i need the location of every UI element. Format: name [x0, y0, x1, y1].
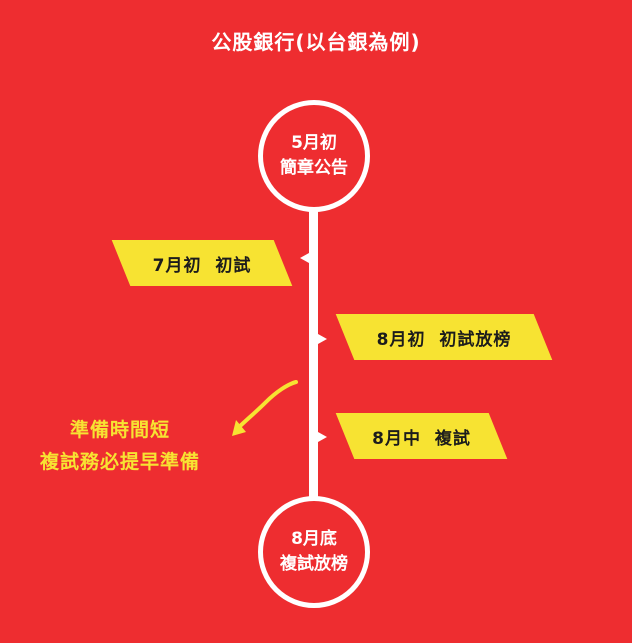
timeline-line — [309, 200, 318, 500]
pointer-right-icon — [318, 432, 327, 442]
timeline-node-start: 5月初 簡章公告 — [258, 100, 370, 212]
pointer-left-icon — [300, 253, 309, 263]
node-end-date: 8月底 — [291, 529, 337, 549]
milestone-label: 8月中 複試 — [372, 428, 471, 449]
milestone-label: 8月初 初試放榜 — [376, 329, 512, 350]
page-title: 公股銀行(以台銀為例) — [211, 30, 421, 54]
timeline-node-end: 8月底 複試放榜 — [258, 496, 370, 608]
node-end-event: 複試放榜 — [280, 554, 348, 574]
note-line-2: 複試務必提早準備 — [39, 451, 200, 473]
note-line-1: 準備時間短 — [69, 419, 170, 441]
milestone-tag-3: 8月中 複試 — [335, 413, 508, 459]
pointer-right-icon — [318, 334, 327, 344]
milestone-tag-1: 7月初 初試 — [111, 240, 293, 286]
node-start-event: 簡章公告 — [280, 158, 348, 178]
preparation-note: 準備時間短 複試務必提早準備 — [10, 414, 230, 478]
node-start-date: 5月初 — [291, 133, 337, 153]
curved-arrow-icon — [232, 380, 298, 436]
milestone-label: 7月初 初試 — [152, 255, 252, 276]
milestone-tag-2: 8月初 初試放榜 — [335, 314, 553, 360]
